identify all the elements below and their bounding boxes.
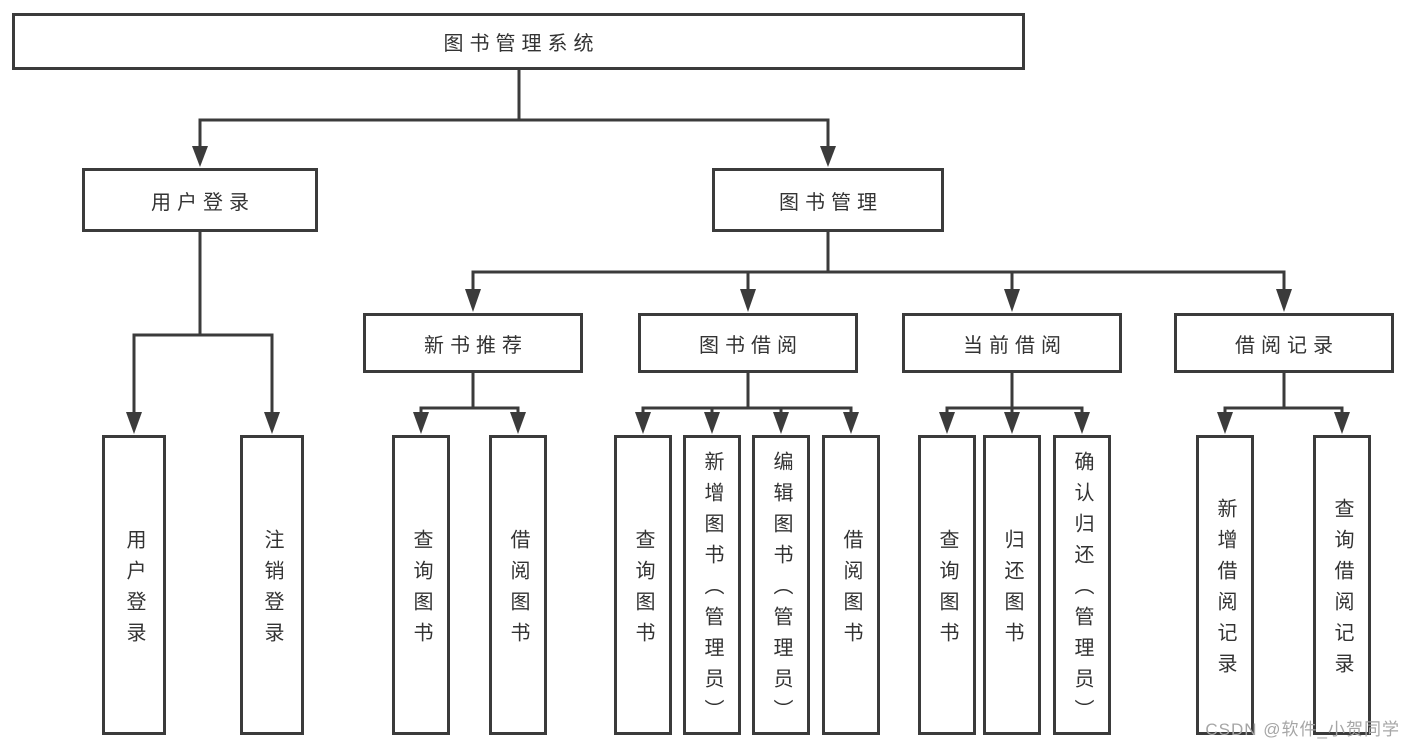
leaf-add-borrow-record-label: 新增借阅记录 bbox=[1214, 497, 1236, 684]
node-library-management-system: 图书管理系统 bbox=[12, 13, 1025, 70]
node-borrowing-records-label: 借阅记录 bbox=[1235, 334, 1339, 357]
leaf-return-books: 归还图书 bbox=[983, 435, 1041, 735]
node-new-book-recommendation-label: 新书推荐 bbox=[424, 334, 528, 357]
leaf-query-books-borrow-label: 查询图书 bbox=[632, 528, 654, 653]
node-new-book-recommendation: 新书推荐 bbox=[363, 313, 583, 373]
leaf-confirm-return-admin-label: 确认归还（管理员） bbox=[1071, 451, 1093, 730]
leaf-borrow-books-recommend-label: 借阅图书 bbox=[507, 528, 529, 653]
leaf-logout-label: 注销登录 bbox=[261, 528, 283, 653]
watermark-text: CSDN @软件_小贺同学 bbox=[1205, 720, 1400, 739]
node-user-login: 用户登录 bbox=[82, 168, 318, 232]
leaf-borrow-books-label: 借阅图书 bbox=[840, 528, 862, 653]
node-book-management-label: 图书管理 bbox=[779, 191, 883, 214]
node-current-borrowing-label: 当前借阅 bbox=[963, 334, 1067, 357]
leaf-query-borrow-record-label: 查询借阅记录 bbox=[1331, 497, 1353, 684]
leaf-edit-book-admin-label: 编辑图书（管理员） bbox=[770, 451, 792, 730]
node-book-borrowing-label: 图书借阅 bbox=[699, 334, 803, 357]
leaf-edit-book-admin: 编辑图书（管理员） bbox=[752, 435, 810, 735]
leaf-borrow-books: 借阅图书 bbox=[822, 435, 880, 735]
leaf-add-book-admin-label: 新增图书（管理员） bbox=[701, 451, 723, 730]
node-user-login-label: 用户登录 bbox=[151, 191, 255, 214]
leaf-query-books-borrow: 查询图书 bbox=[614, 435, 672, 735]
leaf-query-books-current-label: 查询图书 bbox=[936, 528, 958, 653]
leaf-add-book-admin: 新增图书（管理员） bbox=[683, 435, 741, 735]
leaf-query-borrow-record: 查询借阅记录 bbox=[1313, 435, 1371, 735]
leaf-add-borrow-record: 新增借阅记录 bbox=[1196, 435, 1254, 735]
node-library-management-system-label: 图书管理系统 bbox=[443, 33, 600, 55]
leaf-confirm-return-admin: 确认归还（管理员） bbox=[1053, 435, 1111, 735]
leaf-query-books-recommend: 查询图书 bbox=[392, 435, 450, 735]
node-borrowing-records: 借阅记录 bbox=[1174, 313, 1394, 373]
node-book-management: 图书管理 bbox=[712, 168, 944, 232]
leaf-borrow-books-recommend: 借阅图书 bbox=[489, 435, 547, 735]
leaf-query-books-recommend-label: 查询图书 bbox=[410, 528, 432, 653]
leaf-query-books-current: 查询图书 bbox=[918, 435, 976, 735]
leaf-logout: 注销登录 bbox=[240, 435, 304, 735]
leaf-user-login: 用户登录 bbox=[102, 435, 166, 735]
node-book-borrowing: 图书借阅 bbox=[638, 313, 858, 373]
leaf-user-login-label: 用户登录 bbox=[123, 528, 145, 653]
node-current-borrowing: 当前借阅 bbox=[902, 313, 1122, 373]
leaf-return-books-label: 归还图书 bbox=[1001, 528, 1023, 653]
